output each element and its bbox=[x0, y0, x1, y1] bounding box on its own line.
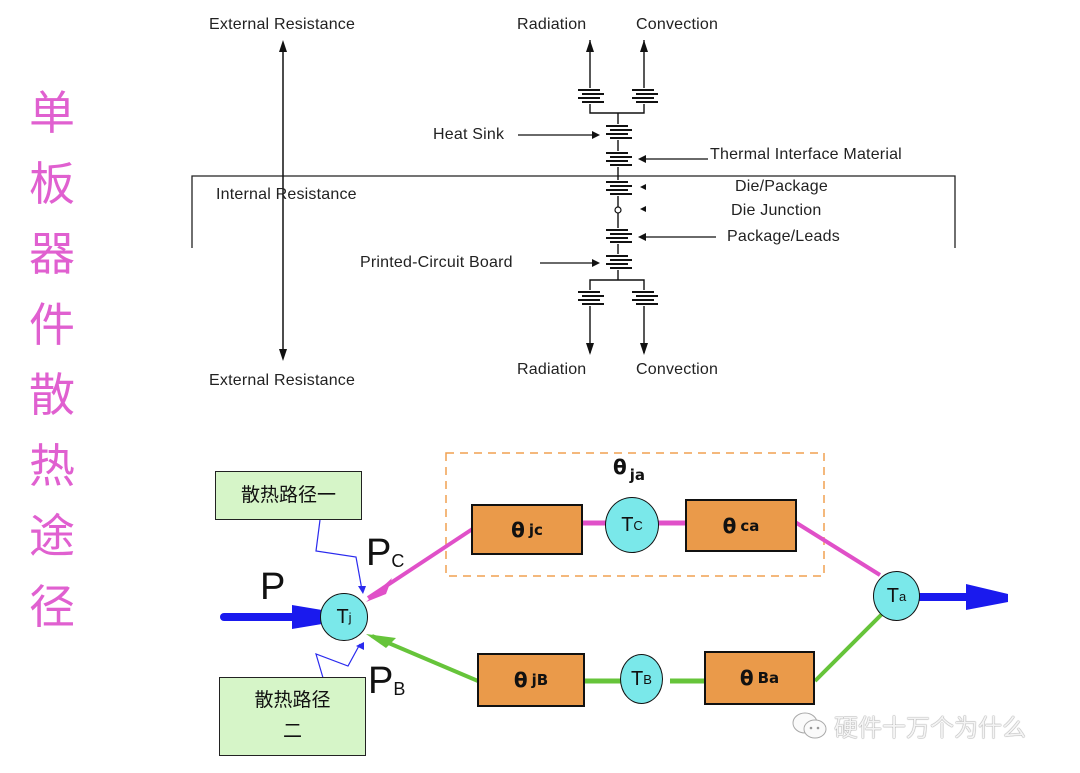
resistor-symbol bbox=[605, 151, 632, 167]
radiation-down-arrow-icon bbox=[586, 343, 594, 355]
side-title: 单 板 器 件 散 热 途 径 bbox=[22, 78, 82, 642]
resistor-symbols bbox=[577, 88, 658, 306]
die-package-arrowhead-icon bbox=[640, 184, 646, 190]
pcb-arrowhead-icon bbox=[592, 259, 600, 267]
top-convection-label: Convection bbox=[636, 16, 719, 33]
axis-arrow-down-icon bbox=[279, 349, 287, 361]
path-two-box: 散热路径 二 bbox=[219, 677, 366, 756]
resistor-symbol bbox=[577, 88, 604, 104]
resistor-symbol bbox=[577, 290, 604, 306]
case-path-arrowhead-icon bbox=[366, 578, 392, 602]
path-two-label-line1: 散热路径 bbox=[254, 689, 331, 711]
side-title-char: 单 bbox=[29, 86, 75, 140]
tim-arrowhead-icon bbox=[638, 155, 646, 163]
bottom-external-resistance-label: External Resistance bbox=[209, 372, 356, 389]
radiation-up-arrow-icon bbox=[586, 40, 594, 52]
internal-region-outline bbox=[191, 175, 956, 248]
internal-resistance-label: Internal Resistance bbox=[216, 186, 357, 203]
thermal-interface-label: Thermal Interface Material bbox=[710, 146, 902, 163]
resistor-symbol bbox=[605, 124, 632, 140]
pb-label: PB bbox=[368, 660, 406, 702]
resistor-symbol bbox=[631, 88, 658, 104]
heat-sink-label: Heat Sink bbox=[433, 126, 505, 143]
resistor-symbol bbox=[631, 290, 658, 306]
watermark-text: 硬件十万个为什么 bbox=[834, 714, 1026, 742]
top-radiation-label: Radiation bbox=[517, 16, 587, 33]
theta-ja-group bbox=[445, 452, 825, 577]
convection-down-arrow-icon bbox=[640, 343, 648, 355]
pc-label: PC bbox=[366, 532, 405, 574]
side-title-char: 径 bbox=[29, 579, 75, 634]
path-two-callout bbox=[315, 643, 361, 689]
board-path-arrowhead-icon bbox=[366, 634, 396, 648]
path-one-box: 散热路径一 bbox=[215, 471, 362, 520]
bottom-branch bbox=[589, 279, 645, 353]
resistor-symbol bbox=[605, 228, 632, 244]
power-output-arrowhead-icon bbox=[966, 584, 1008, 610]
top-external-resistance-label: External Resistance bbox=[209, 16, 356, 33]
side-title-char: 板 bbox=[29, 156, 75, 211]
side-title-char: 件 bbox=[29, 297, 75, 352]
power-input-arrowhead-icon bbox=[292, 605, 322, 629]
bottom-radiation-label: Radiation bbox=[517, 361, 587, 378]
convection-up-arrow-icon bbox=[640, 40, 648, 52]
bottom-convection-label: Convection bbox=[636, 361, 719, 378]
watermark: 硬件十万个为什么 bbox=[790, 708, 1026, 743]
resistor-symbol bbox=[605, 254, 632, 270]
path-one-callout bbox=[315, 519, 363, 591]
die-junction-label: Die Junction bbox=[731, 202, 822, 219]
pcb-label: Printed-Circuit Board bbox=[360, 254, 513, 271]
die-package-label: Die/Package bbox=[735, 178, 828, 195]
heat-sink-arrowhead-icon bbox=[592, 131, 600, 139]
power-label: P bbox=[260, 566, 286, 608]
side-title-char: 热 bbox=[29, 438, 75, 493]
path-two-label-line2: 二 bbox=[282, 720, 302, 742]
top-branch bbox=[589, 40, 645, 114]
side-title-char: 散 bbox=[29, 368, 75, 422]
wechat-icon bbox=[792, 712, 827, 738]
axis-arrow-up-icon bbox=[279, 40, 287, 52]
side-title-char: 途 bbox=[29, 509, 75, 563]
package-leads-label: Package/Leads bbox=[727, 228, 840, 245]
die-junction-arrowhead-icon bbox=[640, 206, 646, 212]
side-title-char: 器 bbox=[29, 227, 75, 281]
path-one-label: 散热路径一 bbox=[240, 484, 336, 506]
package-leads-arrowhead-icon bbox=[638, 233, 646, 241]
resistor-symbol bbox=[605, 180, 632, 196]
die-junction-node bbox=[614, 206, 622, 214]
